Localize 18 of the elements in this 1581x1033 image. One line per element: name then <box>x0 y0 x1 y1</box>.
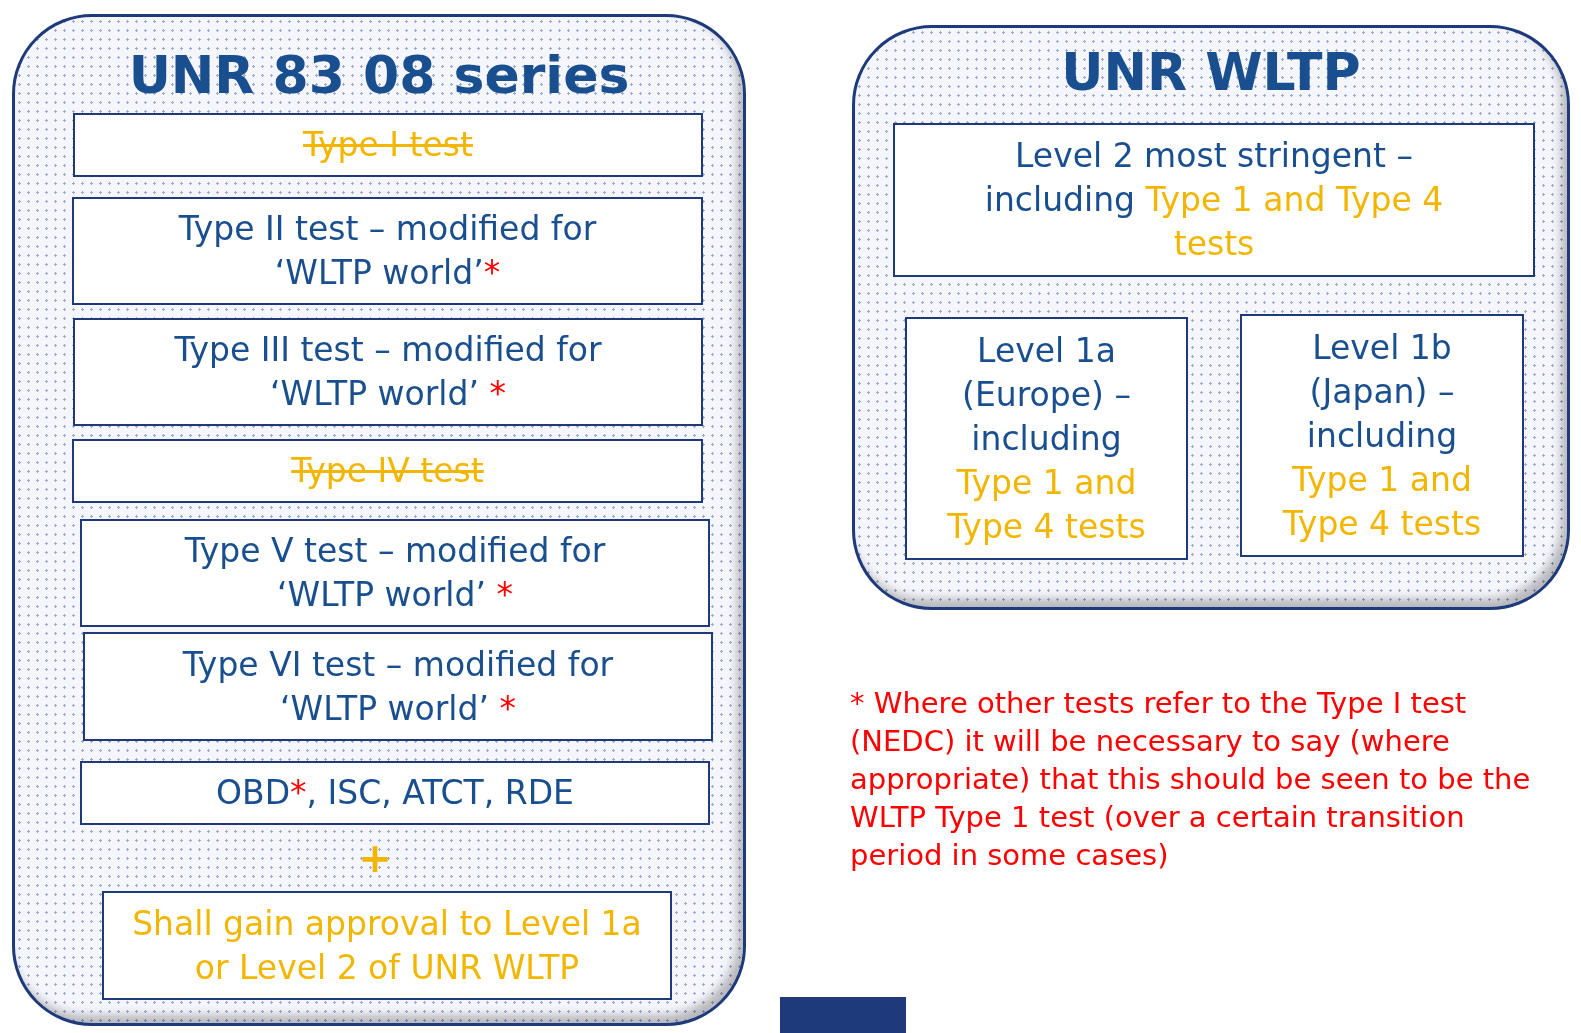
text-box: Level 2 most stringent – including Type 1 and Type 4 tests <box>893 123 1535 277</box>
text-box: Type II test – modified for ‘WLTP world’* <box>72 197 703 305</box>
rounded-panel <box>852 25 1570 610</box>
rounded-panel <box>12 14 746 1026</box>
panel-title: UNR WLTP <box>1061 42 1361 102</box>
panel-title: UNR 83 08 series <box>128 45 630 105</box>
text-box: Type I test <box>73 113 703 177</box>
text-box: Type III test – modified for ‘WLTP world’ * <box>73 318 703 426</box>
plus-sign: + <box>357 835 393 881</box>
text-box: Type VI test – modified for ‘WLTP world’ * <box>83 632 713 741</box>
footnote: * Where other tests refer to the Type I test (NEDC) it will be necessary to say (where appropriate) that this should be seen to be the WLTP Type 1 test (over a certain transition period in some cases) <box>850 685 1532 874</box>
text-box: OBD*, ISC, ATCT, RDE <box>80 761 710 825</box>
text-box: Level 1b (Japan) – including Type 1 and Type 4 tests <box>1240 314 1524 557</box>
text-box: Shall gain approval to Level 1a or Level 2 of UNR WLTP <box>102 891 672 1000</box>
text-box: Type V test – modified for ‘WLTP world’ * <box>80 519 710 627</box>
text-box: Level 1a (Europe) – including Type 1 and Type 4 tests <box>905 317 1188 560</box>
text-box: Type IV test <box>72 439 703 503</box>
slide-bar <box>780 997 906 1033</box>
